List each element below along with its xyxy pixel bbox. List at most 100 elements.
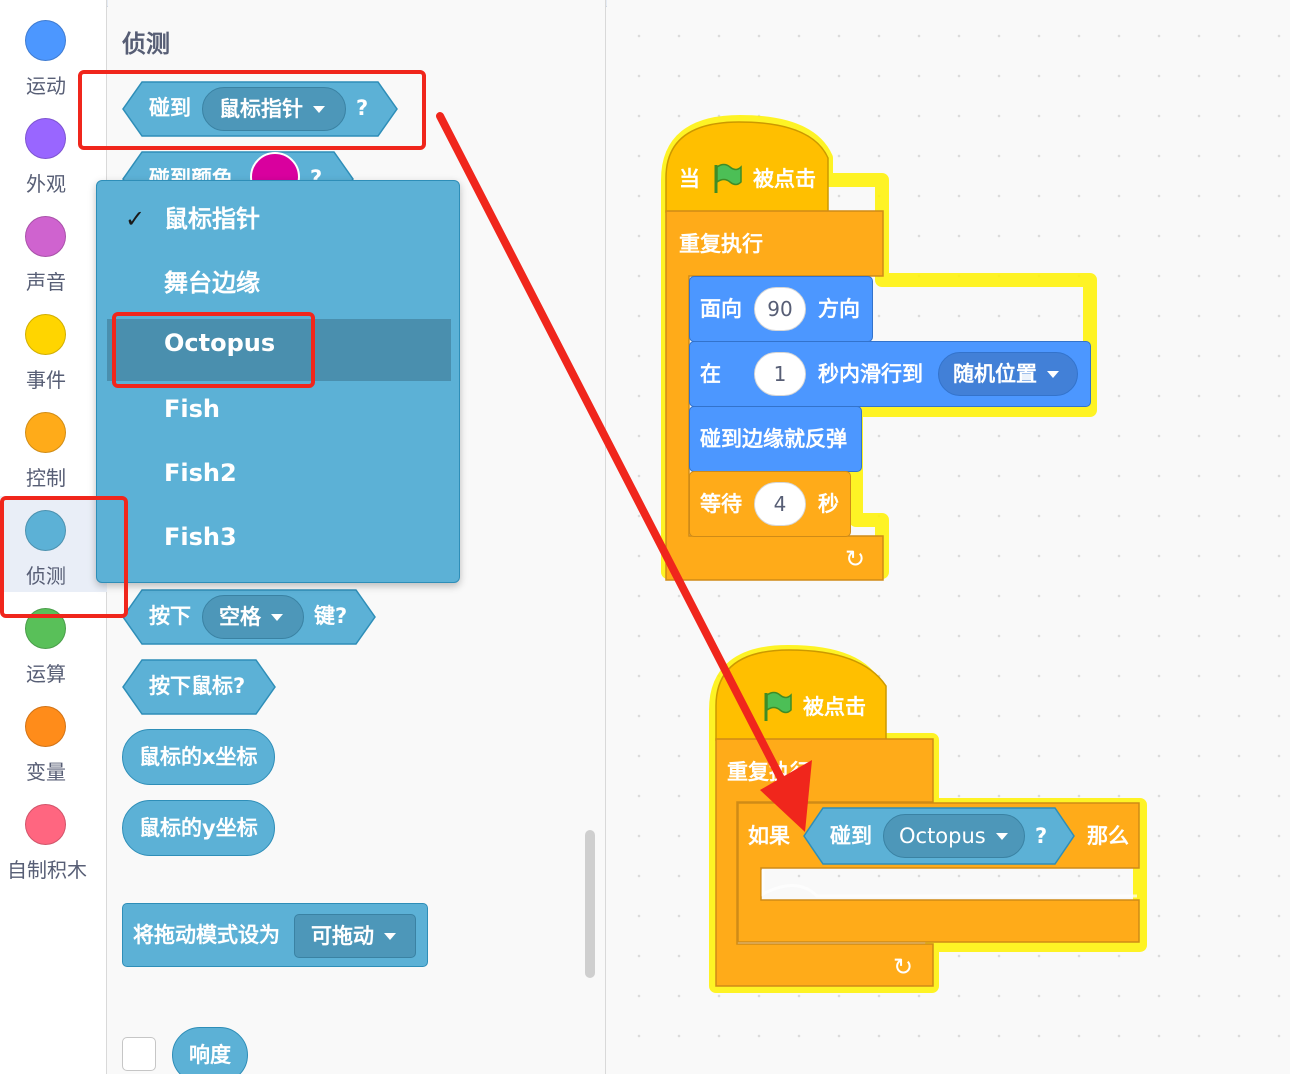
touching-menu[interactable]: 鼠标指针 [202, 87, 346, 131]
drag-mode-value: 可拖动 [311, 923, 374, 948]
key-pressed-label: 按下 [149, 604, 191, 628]
if-touching-suffix: ? [1035, 824, 1048, 848]
annotation-box-touching [78, 70, 426, 150]
script2-hat-clicked-label: 被点击 [803, 695, 866, 719]
dropdown-item-mouse-pointer[interactable]: ✓ 鼠标指针 [107, 187, 451, 249]
palette-scrollbar[interactable] [585, 830, 595, 978]
touching-suffix: ? [356, 96, 369, 120]
glide-label: 在 [700, 362, 721, 386]
category-sound[interactable]: 声音 [0, 202, 107, 298]
category-label: 侦测 [26, 564, 66, 588]
annotation-box-sensing [0, 496, 128, 618]
dropdown-item-label: Fish3 [164, 523, 237, 551]
wait-suffix: 秒 [818, 492, 839, 516]
category-label: 外观 [26, 172, 66, 196]
loudness-checkbox[interactable] [122, 1037, 156, 1071]
dropdown-item-fish3[interactable]: Fish3 [107, 505, 451, 567]
glide-target-value: 随机位置 [953, 361, 1037, 386]
category-label: 运算 [26, 662, 66, 686]
variables-dot-icon [25, 706, 66, 747]
touching-dropdown-menu: ✓ 鼠标指针 舞台边缘 Octopus Fish Fish2 Fish3 [96, 180, 460, 583]
point-suffix: 方向 [818, 297, 860, 321]
bounce-label: 碰到边缘就反弹 [700, 427, 847, 451]
category-motion[interactable]: 运动 [0, 6, 107, 102]
point-label: 面向 [700, 297, 742, 321]
category-control[interactable]: 控制 [0, 398, 107, 494]
annotation-arrow [436, 112, 812, 832]
mouse-down-block[interactable] [122, 659, 276, 715]
forever-block[interactable] [665, 210, 887, 582]
category-events[interactable]: 事件 [0, 300, 107, 396]
category-my-blocks[interactable]: 自制积木 [0, 790, 107, 886]
forever-label: 重复执行 [679, 232, 763, 256]
dropdown-item-label: Fish [164, 395, 220, 423]
dropdown-item-label: Fish2 [164, 459, 237, 487]
dropdown-item-label: 舞台边缘 [164, 269, 260, 297]
chevron-down-icon [995, 832, 1008, 840]
dropdown-item-fish2[interactable]: Fish2 [107, 441, 451, 503]
control-dot-icon [25, 412, 66, 453]
mouse-y-reporter[interactable]: 鼠标的y坐标 [122, 800, 275, 856]
touching-menu-value: 鼠标指针 [219, 96, 303, 121]
chevron-down-icon [313, 105, 325, 113]
touching-color-suffix: ? [310, 168, 323, 180]
direction-input[interactable]: 90 [754, 287, 806, 331]
loop-arrow-icon: ↻ [893, 953, 914, 981]
green-flag-icon [764, 691, 792, 721]
wait-seconds-input[interactable]: 4 [754, 482, 806, 526]
sound-dot-icon [25, 216, 66, 257]
dropdown-item-octopus[interactable]: Octopus [107, 319, 451, 381]
palette-section-title: 侦测 [122, 30, 170, 58]
touching-color-label: 碰到颜色 [149, 168, 233, 180]
drag-mode-label: 将拖动模式设为 [133, 923, 280, 947]
loudness-label: 响度 [189, 1042, 231, 1067]
if-touching-label: 碰到 [830, 824, 872, 848]
if-touching-menu[interactable]: Octopus [883, 814, 1025, 858]
chevron-down-icon [271, 613, 283, 621]
when-flag-clicked-hat[interactable] [664, 118, 832, 214]
loudness-reporter[interactable]: 响度 [172, 1027, 248, 1074]
category-looks[interactable]: 外观 [0, 104, 107, 200]
category-label: 声音 [26, 270, 66, 294]
events-dot-icon [25, 314, 66, 355]
chevron-down-icon [1047, 370, 1059, 378]
mouse-x-reporter[interactable]: 鼠标的x坐标 [122, 729, 275, 785]
hat-clicked-label: 被点击 [753, 167, 816, 191]
motion-dot-icon [25, 20, 66, 61]
category-sensing[interactable]: 侦测 [0, 496, 107, 592]
hat-when-label: 当 [679, 167, 700, 191]
key-menu-value: 空格 [219, 604, 261, 629]
category-label: 变量 [26, 760, 66, 784]
loop-arrow-icon: ↻ [845, 545, 866, 573]
script2-forever-block[interactable] [715, 738, 935, 988]
glide-middle-label: 秒内滑行到 [818, 362, 923, 386]
mouse-down-label: 按下鼠标? [149, 674, 246, 698]
sensing-dot-icon [25, 510, 66, 551]
checkmark-icon: ✓ [125, 205, 146, 233]
dropdown-item-label: 鼠标指针 [164, 205, 260, 233]
mouse-y-label: 鼠标的y坐标 [139, 815, 258, 840]
touching-label: 碰到 [149, 96, 191, 120]
annotation-box-octopus [112, 312, 315, 388]
category-label: 自制积木 [7, 858, 87, 882]
key-pressed-suffix: 键? [314, 604, 348, 628]
glide-target-menu[interactable]: 随机位置 [938, 352, 1078, 396]
block-palette: 侦测 碰到 鼠标指针 ? 碰到颜色 ? 按下 空格 键? 按下鼠标? 鼠标的x坐… [108, 0, 606, 1074]
looks-dot-icon [25, 118, 66, 159]
glide-seconds-input[interactable]: 1 [754, 352, 806, 396]
green-flag-icon [714, 163, 742, 193]
mouse-x-label: 鼠标的x坐标 [139, 744, 258, 769]
then-label: 那么 [1087, 824, 1129, 848]
dropdown-item-stage-edge[interactable]: 舞台边缘 [107, 251, 451, 313]
wait-label: 等待 [700, 492, 742, 516]
key-menu[interactable]: 空格 [202, 595, 304, 639]
if-touching-value: Octopus [899, 823, 986, 848]
category-variables[interactable]: 变量 [0, 692, 107, 788]
dropdown-item-label: Octopus [164, 329, 276, 357]
category-label: 运动 [26, 74, 66, 98]
chevron-down-icon [384, 932, 396, 940]
drag-mode-menu[interactable]: 可拖动 [294, 914, 416, 958]
category-label: 控制 [26, 466, 66, 490]
dropdown-item-fish[interactable]: Fish [107, 377, 451, 439]
